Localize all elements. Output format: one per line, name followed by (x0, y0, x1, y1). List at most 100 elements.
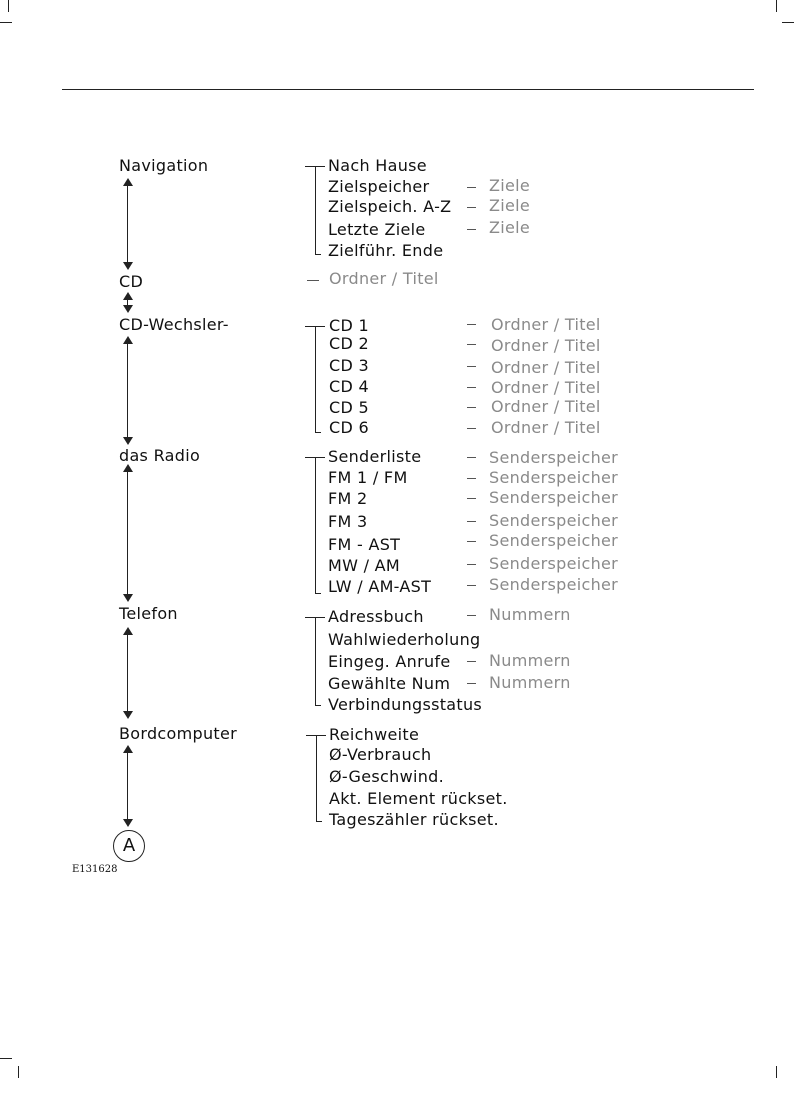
category-trip-computer: Bordcomputer (119, 724, 237, 743)
submenu-item: Ziele (489, 218, 531, 237)
double-arrow-icon (123, 464, 133, 602)
bracket-bottom (315, 254, 321, 255)
menu-item: Ø-Geschwind. (329, 767, 444, 786)
submenu-item: Nummern (489, 605, 571, 624)
submenu-item: Senderspeicher (489, 448, 619, 467)
dash-connector (467, 229, 476, 230)
menu-item: Zielspeich. A-Z (328, 197, 452, 216)
menu-item: FM 1 / FM (328, 468, 408, 487)
category-cd: CD (119, 272, 144, 291)
dash-connector (467, 661, 476, 662)
menu-item: CD 2 (329, 334, 369, 353)
bracket-bottom (315, 705, 321, 706)
dash-connector (467, 564, 476, 565)
bracket-bottom (316, 821, 322, 822)
menu-item: Ø-Verbrauch (329, 745, 432, 764)
dash-connector (467, 207, 476, 208)
figure-code: E131628 (72, 864, 118, 875)
submenu-item: Nummern (489, 651, 571, 670)
double-arrow-icon (123, 292, 133, 313)
bracket-line (315, 457, 316, 593)
menu-item: Eingeg. Anrufe (328, 652, 451, 671)
dash-connector (467, 407, 476, 408)
dash-connector (467, 541, 476, 542)
crop-mark (18, 1066, 19, 1078)
dash-connector (307, 280, 319, 281)
submenu-item: Senderspeicher (489, 531, 619, 550)
dash-connector (467, 585, 476, 586)
submenu-item: Nummern (489, 673, 571, 692)
bracket-top (305, 457, 325, 458)
dash-connector (467, 521, 476, 522)
crop-mark (776, 1066, 777, 1078)
crop-mark (0, 1058, 12, 1059)
double-arrow-icon (123, 178, 133, 270)
menu-item: Senderliste (328, 447, 422, 466)
bracket-top (306, 735, 326, 736)
bracket-line (315, 617, 316, 705)
category-cd-changer: CD-Wechsler- (119, 315, 229, 334)
dash-connector (467, 366, 476, 367)
submenu-item: Ordner / Titel (491, 418, 601, 437)
menu-item: Gewählte Num (328, 674, 451, 693)
menu-item: CD 6 (329, 418, 369, 437)
double-arrow-icon (123, 627, 133, 719)
dash-connector (467, 615, 476, 616)
dash-connector (467, 498, 476, 499)
menu-item: CD 3 (329, 356, 369, 375)
menu-item: Akt. Element rückset. (329, 789, 508, 808)
bracket-top (305, 326, 325, 327)
submenu-item: Senderspeicher (489, 575, 619, 594)
dash-connector (467, 683, 476, 684)
menu-item: LW / AM-AST (328, 577, 432, 596)
bracket-line (315, 166, 316, 254)
menu-item: FM 2 (328, 489, 368, 508)
dash-connector (467, 387, 476, 388)
menu-item: Wahlwiederholung (328, 630, 481, 649)
bracket-top (305, 166, 325, 167)
submenu-item: Ordner / Titel (491, 378, 601, 397)
menu-item: Adressbuch (328, 607, 424, 626)
menu-item: CD 4 (329, 377, 369, 396)
menu-item: FM 3 (328, 512, 368, 531)
submenu-item: Ziele (489, 196, 531, 215)
double-arrow-icon (123, 745, 133, 827)
crop-mark (0, 22, 12, 23)
menu-item: Letzte Ziele (328, 220, 426, 239)
crop-mark (782, 22, 794, 23)
bracket-line (316, 735, 317, 821)
double-arrow-icon (123, 336, 133, 445)
category-navigation: Navigation (119, 156, 209, 175)
dash-connector (467, 428, 476, 429)
submenu-item: Senderspeicher (489, 488, 619, 507)
submenu-item: Senderspeicher (489, 511, 619, 530)
bracket-top (305, 617, 325, 618)
category-radio: das Radio (119, 446, 201, 465)
menu-item: Verbindungsstatus (328, 695, 483, 714)
bracket-bottom (315, 593, 321, 594)
menu-item: Reichweite (329, 725, 420, 744)
bracket-bottom (315, 432, 321, 433)
crop-mark (8, 0, 9, 12)
submenu-item: Ordner / Titel (329, 269, 439, 288)
menu-item: Zielspeicher (328, 177, 430, 196)
menu-item: Nach Hause (328, 156, 427, 175)
dash-connector (467, 478, 476, 479)
menu-item: Tageszähler rückset. (329, 810, 499, 829)
submenu-item: Ordner / Titel (491, 397, 601, 416)
menu-item: MW / AM (328, 556, 401, 575)
category-phone: Telefon (119, 604, 178, 623)
menu-item: Zielführ. Ende (328, 241, 444, 260)
dash-connector (467, 344, 476, 345)
submenu-item: Ordner / Titel (491, 315, 601, 334)
submenu-item: Senderspeicher (489, 554, 619, 573)
dash-connector (467, 324, 476, 325)
submenu-item: Ordner / Titel (491, 358, 601, 377)
dash-connector (467, 187, 476, 188)
submenu-item: Senderspeicher (489, 468, 619, 487)
dash-connector (467, 457, 476, 458)
menu-item: CD 5 (329, 398, 369, 417)
menu-item: CD 1 (329, 316, 369, 335)
badge-a: A (113, 830, 145, 862)
crop-mark (776, 0, 777, 12)
